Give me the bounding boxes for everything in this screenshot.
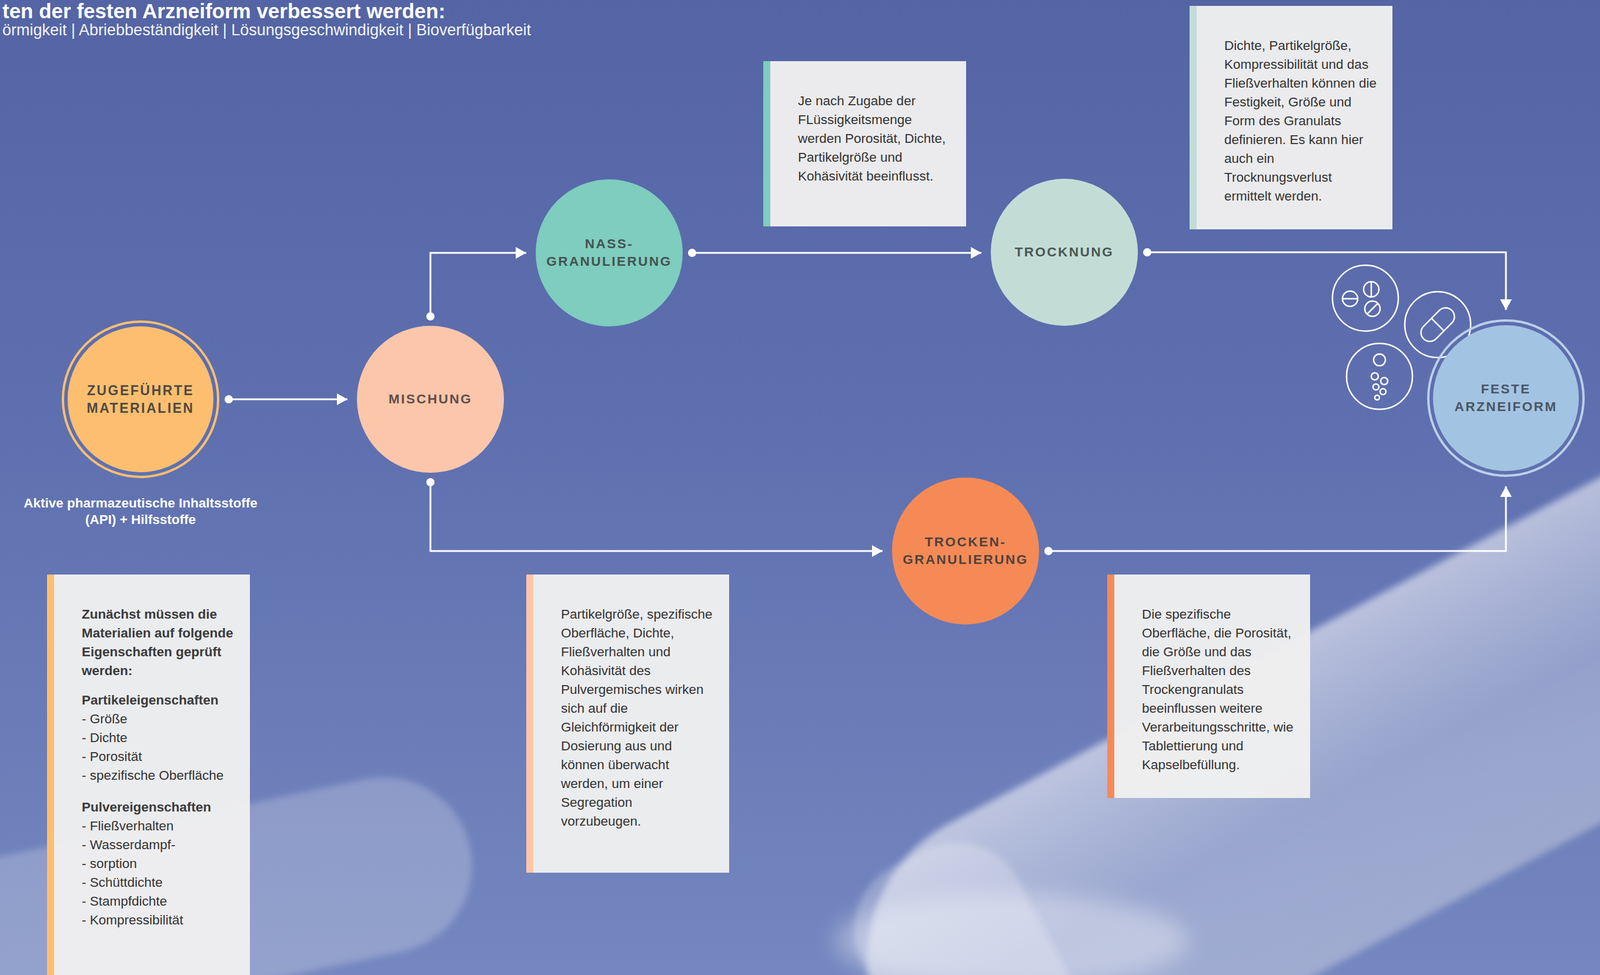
info-text: Dichte, Partikelgröße, Kompressibilität … (1224, 36, 1379, 206)
arrowhead (336, 393, 348, 406)
circle-text-wrap: FESTE ARZNEIFORM (1441, 380, 1571, 416)
info-box: Je nach Zugabe der FLüssigkeitsmenge wer… (763, 61, 967, 227)
process-circle: NASS- GRANULIERUNG (535, 179, 683, 327)
start-dot (1044, 546, 1053, 556)
info-text: - Porosität (81, 747, 236, 767)
process-circle: TROCKEN- GRANULIERUNG (892, 477, 1040, 625)
info-text: - sorption (81, 854, 236, 874)
node-title: MISCHUNG (365, 390, 496, 409)
info-text: Partikelgröße, spezifische Oberfläche, D… (560, 605, 716, 831)
arrowhead (1500, 486, 1512, 497)
input-caption: Aktive pharmazeutische Inhaltsstoffe (AP… (8, 495, 273, 529)
info-text: Zunächst müssen die Materialien auf folg… (81, 605, 236, 681)
connector (426, 478, 883, 557)
connector (224, 393, 348, 406)
circle-text-wrap: MISCHUNG (365, 390, 496, 409)
connector-line (692, 252, 982, 255)
start-dot (224, 395, 233, 404)
info-text: - Fließverhalten (81, 816, 236, 836)
start-dot (426, 312, 435, 321)
connector-line (228, 398, 348, 401)
start-dot (687, 248, 697, 257)
connector (1143, 248, 1512, 310)
info-text: - Kompressibilität (81, 910, 236, 930)
info-text: Die spezifische Oberfläche, die Porositä… (1141, 605, 1296, 775)
node-title: ZUGEFÜHRTE MATERIALIEN (72, 381, 209, 417)
info-text: Partikeleigenschaften (81, 690, 236, 710)
info-text: - Schüttdichte (81, 873, 236, 893)
powder (834, 893, 1188, 975)
info-box: Zunächst müssen die Materialien auf folg… (47, 574, 250, 975)
node-title: TROCKNUNG (999, 243, 1129, 262)
connector-line (1048, 486, 1506, 551)
process-circle: TROCKNUNG (990, 178, 1138, 326)
circle-text-wrap: ZUGEFÜHRTE MATERIALIEN (72, 381, 209, 417)
arrowhead (515, 246, 527, 259)
arrowhead (970, 246, 982, 259)
input-circle: ZUGEFÜHRTE MATERIALIEN (61, 320, 220, 479)
info-text: - Größe (81, 709, 236, 729)
info-box: Dichte, Partikelgröße, Kompressibilität … (1189, 5, 1393, 230)
start-dot (426, 478, 435, 487)
info-box: Die spezifische Oberfläche, die Porositä… (1107, 574, 1311, 798)
output-circle: FESTE ARZNEIFORM (1427, 319, 1585, 477)
arrowhead (1500, 299, 1512, 310)
subtitle: örmigkeit | Abriebbeständigkeit | Lösung… (2, 19, 826, 40)
node-title: FESTE ARZNEIFORM (1441, 380, 1571, 416)
info-text: - Wasserdampf- (81, 835, 236, 855)
info-text: - Stampfdichte (81, 892, 236, 911)
info-box: Partikelgröße, spezifische Oberfläche, D… (526, 574, 730, 873)
connector-line (430, 482, 883, 551)
start-dot (1143, 248, 1152, 257)
connector (687, 246, 982, 259)
node-title: TROCKEN- GRANULIERUNG (897, 533, 1034, 569)
info-text: Je nach Zugabe der FLüssigkeitsmenge wer… (797, 91, 953, 186)
info-text: - spezifische Oberfläche (81, 766, 236, 786)
arrowhead (872, 545, 883, 557)
node-title: NASS- GRANULIERUNG (541, 235, 677, 271)
circle-text-wrap: TROCKNUNG (999, 243, 1129, 262)
connector-line (1147, 252, 1506, 310)
connector (1044, 486, 1512, 556)
title: ten der festen Arzneiform verbessert wer… (2, 0, 446, 23)
connector-line (430, 252, 527, 317)
circle-text-wrap: NASS- GRANULIERUNG (541, 235, 677, 271)
process-circle: MISCHUNG (356, 325, 504, 473)
circle-text-wrap: TROCKEN- GRANULIERUNG (897, 533, 1034, 569)
info-text: - Dichte (81, 728, 236, 748)
connector (426, 246, 527, 321)
info-text: Pulvereigenschaften (81, 797, 236, 817)
